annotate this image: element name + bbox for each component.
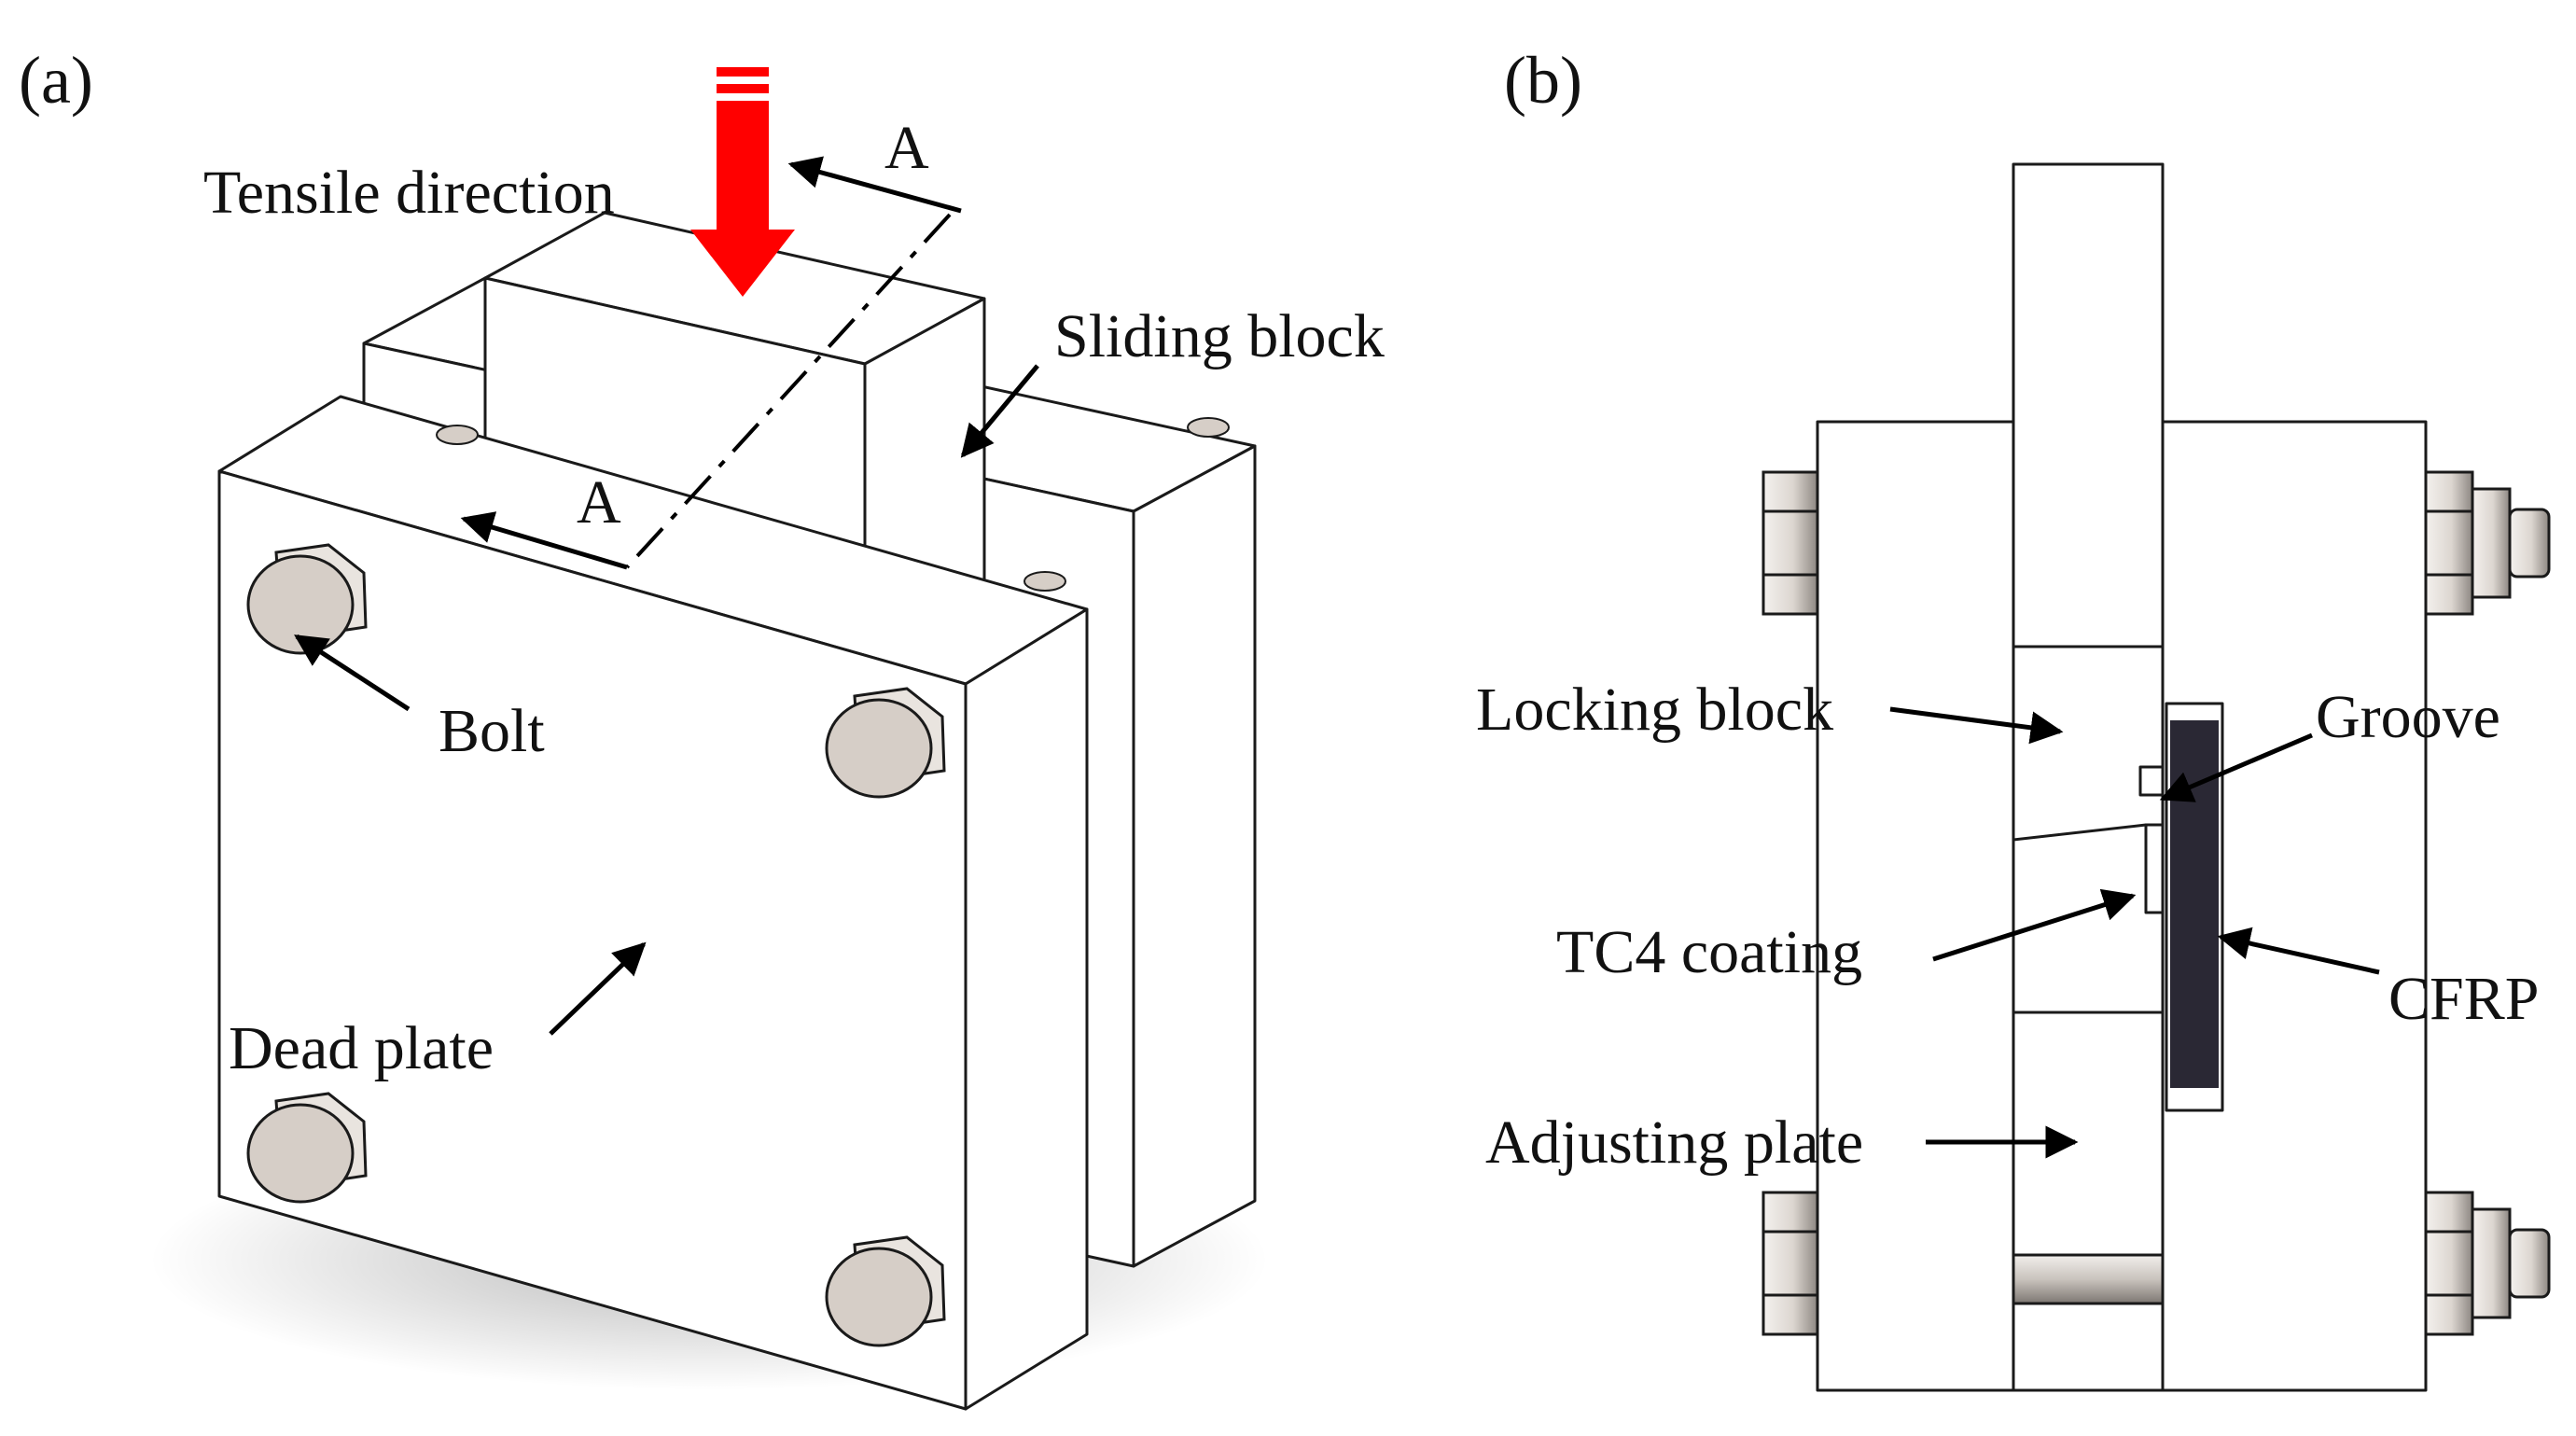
bolt-bottom-right <box>825 1235 946 1347</box>
nut-right-top <box>2424 470 2551 616</box>
section-mark-top: A <box>884 114 929 182</box>
groove-pointer <box>2159 732 2313 802</box>
sliding-block-label: Sliding block <box>1054 302 1385 370</box>
tensile-direction-label: Tensile direction <box>203 159 615 227</box>
tensile-arrow-icon <box>690 67 795 297</box>
panel-a: (a) <box>19 43 1385 1411</box>
back-bolt-stub-1 <box>436 425 479 445</box>
connecting-rod <box>2012 1253 2165 1305</box>
bolt-label: Bolt <box>439 697 545 765</box>
dead-plate-pointer <box>549 941 647 1036</box>
bolt-bottom-left <box>246 1092 368 1204</box>
adjusting-plate-label: Adjusting plate <box>1485 1108 1863 1177</box>
panel-b: (b) <box>1476 43 2551 1392</box>
locking-block-pointer <box>1889 706 2064 745</box>
tc4-coating-pointer <box>1932 888 2137 962</box>
back-bolt-stub-2 <box>1187 417 1230 438</box>
nut-left-top <box>1761 470 1819 616</box>
section-arrow-top <box>787 156 962 214</box>
dead-plate-label: Dead plate <box>229 1014 494 1082</box>
left-plate <box>1816 420 2015 1392</box>
bolt-top-left <box>246 543 368 655</box>
panel-a-tag: (a) <box>19 43 93 118</box>
groove-label: Groove <box>2316 683 2500 751</box>
cfrp-label: CFRP <box>2388 965 2539 1033</box>
section-line <box>625 213 952 569</box>
bolt-pointer <box>294 634 411 712</box>
locking-block-label: Locking block <box>1476 676 1833 744</box>
panel-b-tag: (b) <box>1504 43 1582 118</box>
nut-left-bottom <box>1761 1191 1819 1336</box>
tc4-coating-shape <box>2144 823 2165 914</box>
section-arrow-bottom <box>460 511 628 570</box>
back-bolt-stub-3 <box>1023 571 1066 592</box>
groove-shape <box>2138 765 2165 797</box>
cfrp-pointer <box>2217 927 2380 975</box>
tc4-coating-label: TC4 coating <box>1556 918 1862 986</box>
sliding-block-pointer <box>960 364 1039 458</box>
nut-right-bottom <box>2424 1191 2551 1336</box>
bolt-top-right <box>825 687 946 799</box>
section-mark-bottom: A <box>577 468 621 537</box>
center-bar <box>2012 162 2165 1392</box>
